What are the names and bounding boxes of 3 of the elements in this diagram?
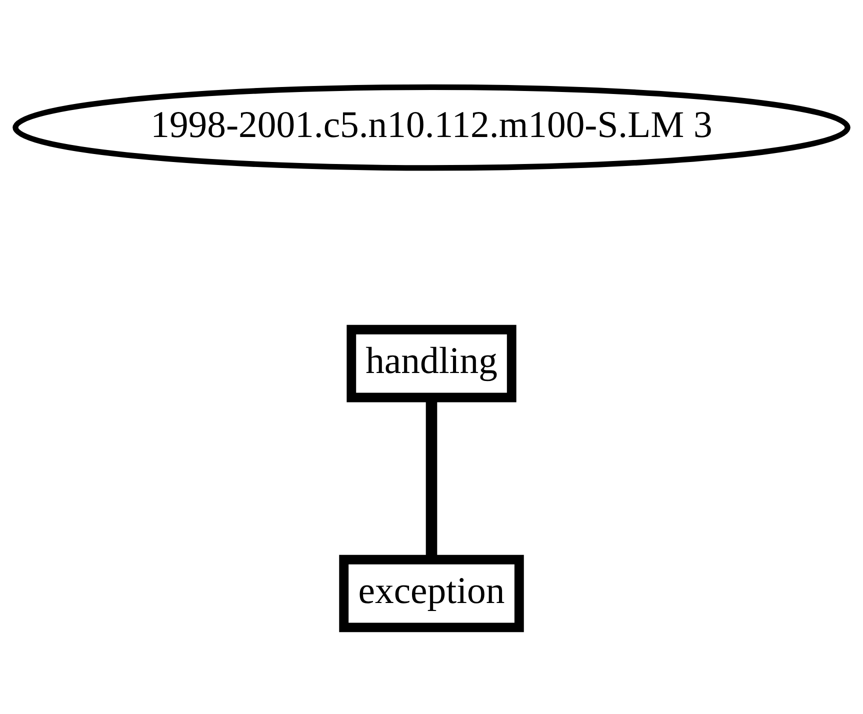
node-ellipse: 1998-2001.c5.n10.112.m100-S.LM 3 (12, 84, 850, 170)
node-box: exception (339, 554, 524, 632)
node-box: handling (346, 324, 516, 402)
